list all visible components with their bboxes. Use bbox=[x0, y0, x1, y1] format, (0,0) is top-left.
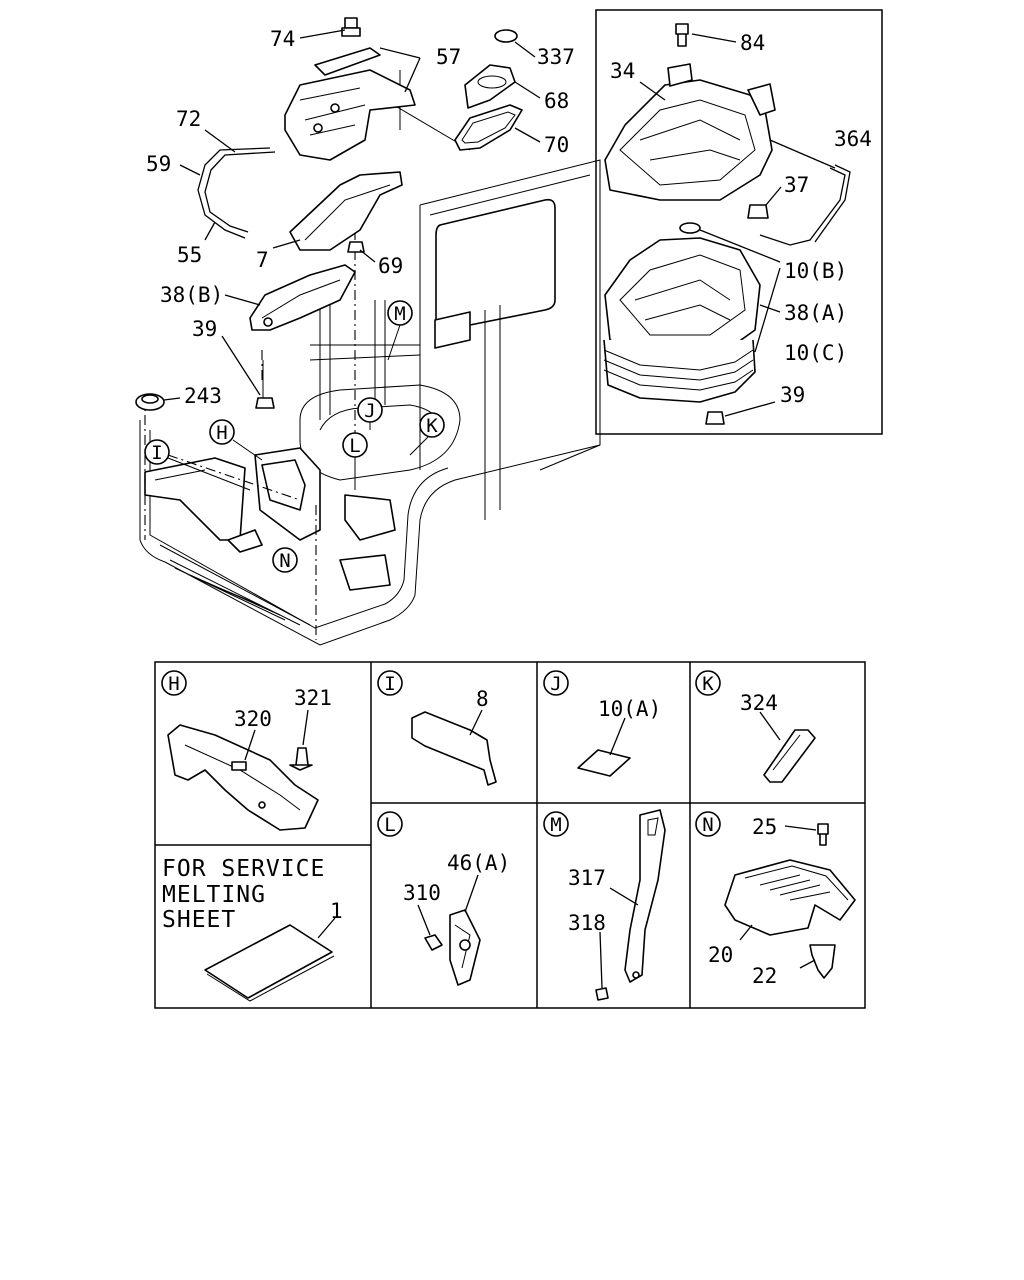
label-317: 317 bbox=[568, 866, 606, 890]
main-callouts: 74 57 337 68 70 72 59 55 7 69 38(B) 39 2… bbox=[146, 27, 575, 408]
callout-68: 68 bbox=[544, 89, 569, 113]
label-20: 20 bbox=[708, 943, 733, 967]
svg-text:J: J bbox=[364, 400, 375, 422]
panel-N: N 25 20 22 bbox=[695, 811, 856, 988]
service-line-1: FOR SERVICE bbox=[162, 856, 325, 882]
label-324: 324 bbox=[740, 691, 778, 715]
label-25: 25 bbox=[752, 815, 777, 839]
svg-text:M: M bbox=[550, 814, 561, 836]
callout-337: 337 bbox=[537, 45, 575, 69]
svg-text:J: J bbox=[550, 673, 561, 695]
callout-243: 243 bbox=[184, 384, 222, 408]
callout-74: 74 bbox=[270, 27, 295, 51]
marker-I bbox=[144, 439, 170, 465]
exploded-parts bbox=[135, 17, 523, 411]
svg-text:L: L bbox=[384, 814, 395, 836]
label-318: 318 bbox=[568, 911, 606, 935]
svg-text:K: K bbox=[426, 415, 438, 437]
callout-39-inset: 39 bbox=[780, 383, 805, 407]
svg-text:M: M bbox=[394, 303, 405, 325]
inset-box: 84 34 364 37 10(B) 38(A) 10(C) 39 bbox=[595, 9, 883, 435]
panel-I: I 8 bbox=[377, 670, 497, 786]
clip-324 bbox=[763, 729, 816, 783]
bolt-74 bbox=[344, 17, 358, 29]
svg-text:H: H bbox=[168, 673, 179, 695]
clip-69 bbox=[347, 241, 365, 253]
callout-7: 7 bbox=[256, 248, 269, 272]
pad-10B bbox=[679, 222, 701, 234]
callout-10B: 10(B) bbox=[784, 259, 847, 283]
sheet-10C bbox=[603, 339, 756, 403]
svg-text:K: K bbox=[702, 673, 714, 695]
callout-37: 37 bbox=[784, 173, 809, 197]
panel-8 bbox=[411, 711, 497, 786]
bracket-7 bbox=[289, 171, 403, 251]
marker-K bbox=[419, 412, 445, 438]
callout-39: 39 bbox=[192, 317, 217, 341]
svg-text:L: L bbox=[349, 435, 360, 457]
label-321: 321 bbox=[294, 686, 332, 710]
svg-text:I: I bbox=[151, 442, 162, 464]
panel-H: H 321 320 bbox=[161, 670, 332, 831]
callout-38A: 38(A) bbox=[784, 301, 847, 325]
callout-38B: 38(B) bbox=[160, 283, 223, 307]
callout-69: 69 bbox=[378, 254, 403, 278]
view-markers: H I J K L M N bbox=[144, 300, 445, 573]
insulator-38B bbox=[249, 264, 356, 331]
lid-68 bbox=[464, 64, 516, 109]
label-46A: 46(A) bbox=[447, 851, 510, 875]
detail-grid bbox=[154, 661, 866, 1009]
marker-H bbox=[209, 419, 235, 445]
label-10A: 10(A) bbox=[598, 697, 661, 721]
service-line-3: SHEET bbox=[162, 907, 236, 933]
insulator-38A bbox=[604, 237, 761, 356]
gasket-70 bbox=[454, 104, 523, 151]
cab-floor-drawing bbox=[139, 70, 601, 646]
melting-sheet-1 bbox=[204, 924, 333, 999]
panel-M: M 317 318 bbox=[543, 809, 666, 1001]
marker-N bbox=[272, 547, 298, 573]
pad-10A bbox=[577, 749, 631, 777]
svg-text:N: N bbox=[279, 550, 290, 572]
callout-34: 34 bbox=[610, 59, 635, 83]
callout-57: 57 bbox=[436, 45, 461, 69]
label-310: 310 bbox=[403, 881, 441, 905]
cap-37 bbox=[747, 204, 769, 219]
step-20 bbox=[724, 859, 856, 936]
service-line-2: MELTING bbox=[162, 882, 266, 908]
callout-364: 364 bbox=[834, 127, 872, 151]
svg-text:H: H bbox=[216, 422, 227, 444]
svg-text:I: I bbox=[384, 673, 395, 695]
callout-59: 59 bbox=[146, 152, 171, 176]
cap-337 bbox=[494, 29, 518, 43]
clip-22 bbox=[809, 944, 836, 979]
panel-L: L 46(A) 310 bbox=[377, 811, 510, 986]
strap-317 bbox=[624, 809, 666, 983]
panel-J: J 10(A) bbox=[543, 670, 661, 777]
label-320: 320 bbox=[234, 707, 272, 731]
callout-84: 84 bbox=[740, 31, 765, 55]
bracket-57 bbox=[284, 69, 416, 161]
panel-service: FOR SERVICE MELTING SHEET 1 bbox=[162, 856, 343, 1002]
bracket-320 bbox=[167, 724, 319, 831]
callout-70: 70 bbox=[544, 133, 569, 157]
svg-text:N: N bbox=[702, 814, 713, 836]
label-8: 8 bbox=[476, 687, 489, 711]
panel-K: K 324 bbox=[695, 670, 816, 783]
plate-57 bbox=[314, 47, 381, 76]
label-1: 1 bbox=[330, 899, 343, 923]
wire-59 bbox=[197, 147, 271, 239]
callout-10C: 10(C) bbox=[784, 341, 847, 365]
callout-55: 55 bbox=[177, 243, 202, 267]
label-22: 22 bbox=[752, 964, 777, 988]
callout-72: 72 bbox=[176, 107, 201, 131]
leader-lines bbox=[163, 29, 541, 401]
